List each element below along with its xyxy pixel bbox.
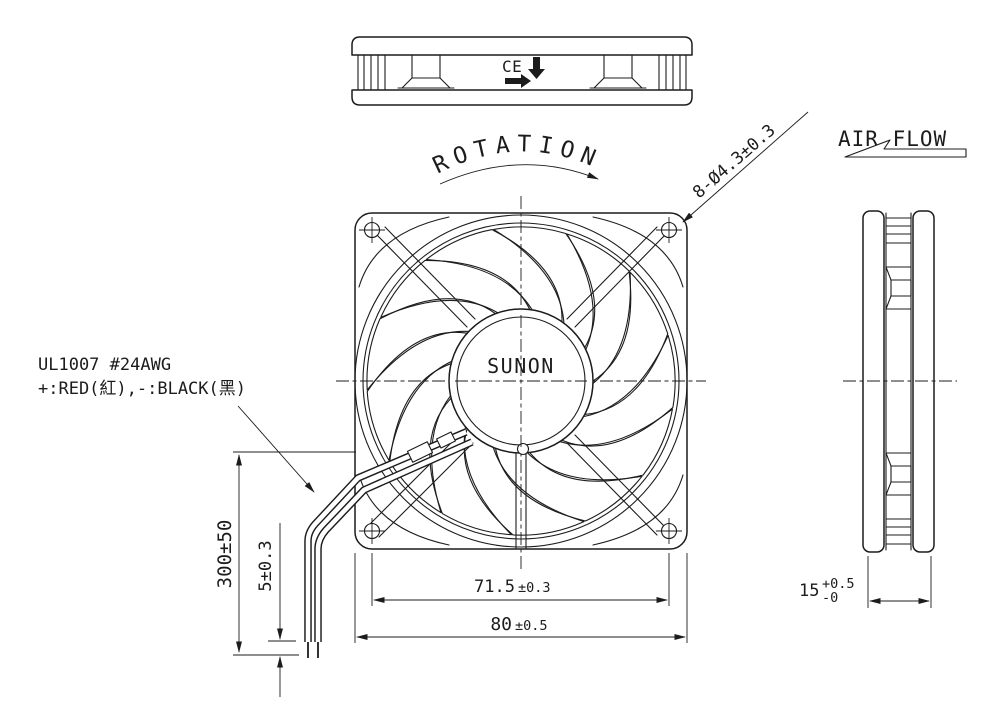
wire-color-label: +:RED(紅),-:BLACK(黑): [38, 379, 246, 399]
dim-strip-length: 5±0.3: [256, 540, 276, 591]
mounting-holes: [359, 217, 682, 544]
wire-spec-label: UL1007 #24AWG: [38, 355, 171, 375]
rotation-annotation: ROTATION: [429, 131, 599, 185]
ce-mark-label: CE: [502, 57, 522, 76]
hub-notch: [516, 442, 530, 456]
dim-hole-pitch-value: 71.5: [474, 577, 515, 597]
lead-wires: [304, 428, 474, 658]
ce-down-arrow-icon: [528, 57, 545, 79]
airflow-annotation: AIR FLOW: [838, 127, 967, 158]
airflow-label: AIR FLOW: [838, 127, 947, 151]
frame-struts: [368, 226, 666, 549]
top-view: CE: [351, 36, 693, 106]
hole-spec-annotation: 8-Ø4.3±0.3: [682, 111, 809, 223]
top-view-rib-lines: [363, 54, 681, 91]
venturi-inner-ring: [362, 222, 680, 540]
side-view: [843, 210, 957, 553]
wire-connector-block: [436, 431, 456, 449]
dim-depth-tol-plus: +0.5: [822, 576, 855, 592]
dim-depth-tol-minus: -0: [822, 590, 838, 606]
top-view-boss-left: [397, 54, 455, 89]
dim-frame-width-value: 80: [490, 614, 512, 635]
wire-spec-leader: [237, 405, 315, 493]
wire-connector-block: [406, 441, 434, 463]
hole-spec-label: 8-Ø4.3±0.3: [689, 121, 779, 203]
dimensions: 300±50 5±0.3 71.5 ±0.3 80 ±0.5 15 +0.5 -…: [214, 451, 932, 697]
wire-spec-annotation: UL1007 #24AWG +:RED(紅),-:BLACK(黑): [38, 355, 315, 493]
dim-depth-value: 15: [799, 581, 819, 601]
dim-wire-length: 300±50: [214, 520, 236, 589]
front-view: SUNON: [304, 196, 706, 658]
venturi-outer-ring: [354, 214, 688, 548]
ce-right-arrow-icon: [505, 74, 531, 88]
brand-label: SUNON: [487, 354, 555, 378]
rotation-direction-arrow: [439, 164, 599, 185]
corner-web-arcs: [358, 216, 684, 546]
dim-frame-width-tol: ±0.5: [515, 618, 548, 634]
dim-hole-pitch-tol: ±0.3: [518, 580, 551, 596]
top-view-boss-right: [589, 54, 647, 89]
airflow-arrow-icon: [844, 139, 967, 158]
side-view-detail-lines: [885, 217, 912, 545]
